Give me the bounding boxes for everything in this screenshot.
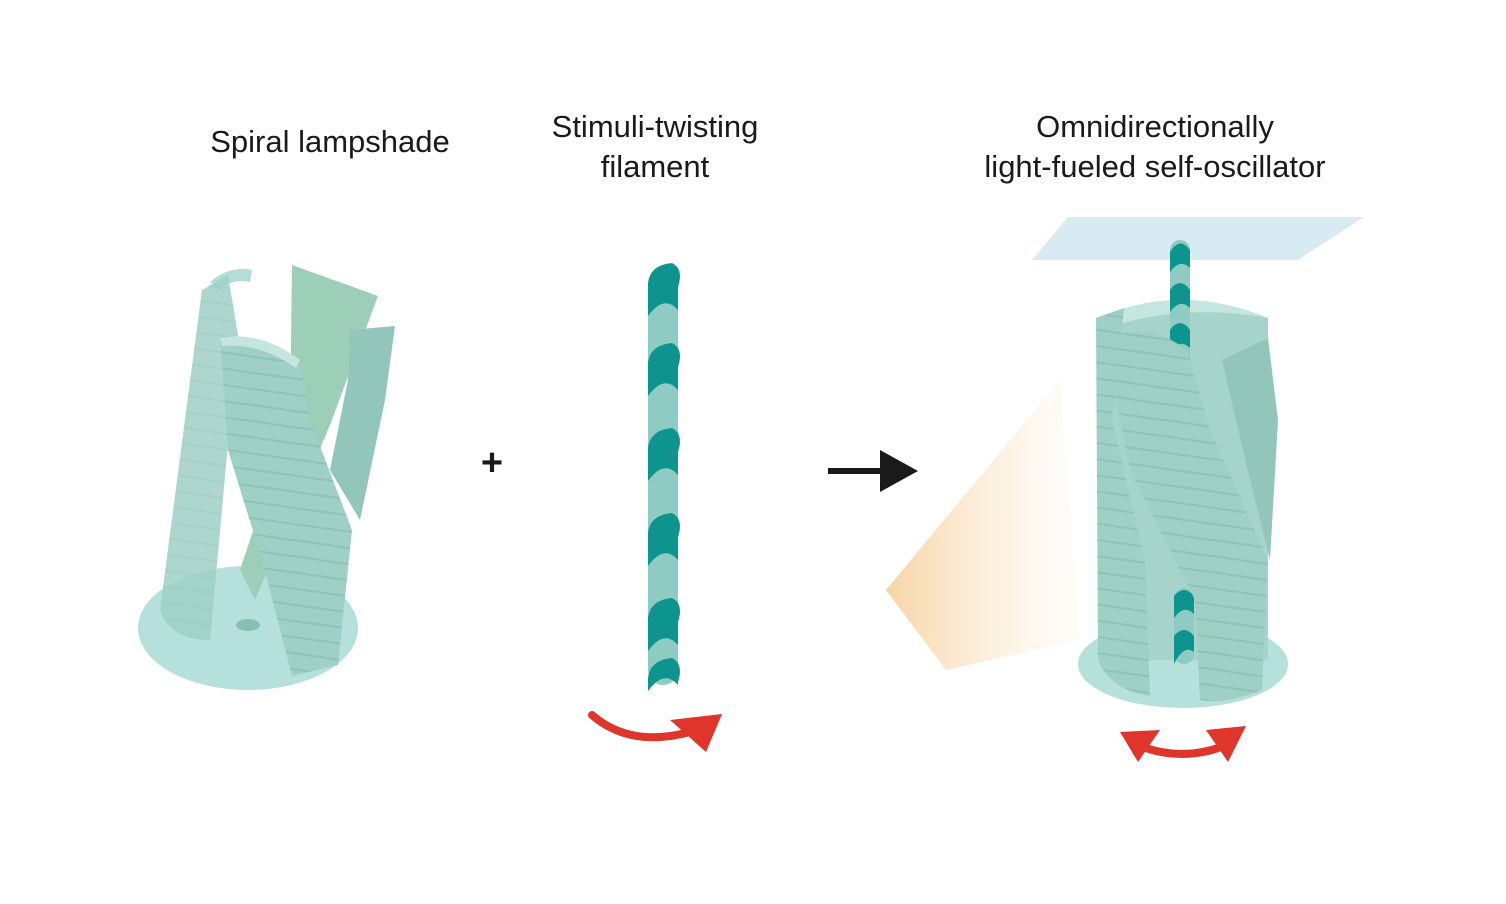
lampshade-hole xyxy=(236,619,260,631)
process-arrow-right xyxy=(828,450,918,492)
lampshade-title-line-1: Spiral lampshade xyxy=(210,124,450,159)
spiral-lampshade xyxy=(138,265,395,690)
filament-twist-segment xyxy=(648,658,680,691)
light-beam xyxy=(886,380,1080,670)
oscillator-title-line-1: Omnidirectionally xyxy=(1036,109,1274,144)
filament-twists xyxy=(648,263,680,691)
plus-sign: + xyxy=(480,442,504,484)
lampshade-front-slat-texture xyxy=(220,338,352,676)
twisting-filament xyxy=(648,263,680,691)
light-fueled-oscillator xyxy=(886,217,1364,708)
rotation-arrow-icon xyxy=(588,711,722,752)
filament-twist-segment xyxy=(648,263,680,316)
lampshade-front-rim xyxy=(220,336,300,368)
lampshade-title: Spiral lampshade xyxy=(170,122,490,162)
oscillator-filament-lower xyxy=(1174,588,1194,664)
filament-twist-segment xyxy=(648,598,680,651)
filament-title-line-2: filament xyxy=(600,149,710,184)
light-plane xyxy=(1032,217,1364,260)
filament-twist-segment xyxy=(648,343,680,396)
oscillator-left-slat-texture xyxy=(1096,308,1150,696)
oscillator-front-slat-texture xyxy=(1104,331,1268,702)
oscillator-right-slat xyxy=(1222,338,1278,560)
lampshade-left-slat-fill xyxy=(160,275,238,640)
oscillator-filament-upper xyxy=(1170,240,1190,375)
oscillation-double-arrow-icon xyxy=(1120,726,1246,762)
filament-title-line-1: Stimuli-twisting xyxy=(551,109,759,144)
filament-twist-segment xyxy=(648,513,680,566)
lampshade-right-slat xyxy=(330,326,395,520)
filament-title: Stimuli-twisting filament xyxy=(495,107,815,187)
oscillator-inner-rim xyxy=(1098,300,1268,330)
oscillator-title-line-2: light-fueled self-oscillator xyxy=(984,149,1326,184)
oscillator-title: Omnidirectionally light-fueled self-osci… xyxy=(935,107,1375,187)
filament-twist-segment xyxy=(648,428,680,481)
